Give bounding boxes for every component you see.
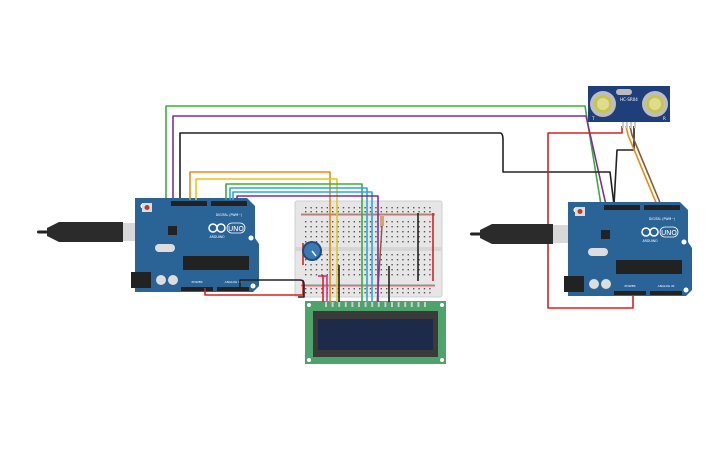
arduino-logo-icon <box>641 227 659 237</box>
breadboard[interactable] <box>294 200 443 306</box>
wire-green-lcd[interactable] <box>225 183 363 302</box>
wire-black-sensor[interactable] <box>613 126 635 206</box>
ultrasonic-sensor-hc-sr04[interactable]: HC-SR04 T R <box>588 86 670 128</box>
arduino-logo-icon <box>208 223 226 233</box>
wire-green[interactable] <box>165 105 602 206</box>
wire-orange-sensor[interactable] <box>625 125 658 206</box>
potentiometer[interactable] <box>302 241 322 261</box>
digital-header-1[interactable] <box>171 201 207 206</box>
wire-cyan-lcd-1[interactable] <box>229 187 368 302</box>
resistor[interactable] <box>380 216 384 226</box>
brand-label: ARDUINO <box>642 239 658 243</box>
wire-purple[interactable] <box>172 115 607 206</box>
power-header[interactable] <box>181 287 213 291</box>
wires-front <box>189 171 390 302</box>
analog-label: ANALOG IN <box>225 280 242 284</box>
uno-label: UNO <box>661 229 677 237</box>
reset-button[interactable] <box>144 205 150 210</box>
digital-header-2[interactable] <box>211 201 247 206</box>
sensor-t-label: T <box>591 116 595 121</box>
breadboard-holes <box>305 207 431 294</box>
analog-header[interactable] <box>650 291 682 295</box>
wire-red-left[interactable] <box>204 280 304 296</box>
digital-label: DIGITAL (PWM~) <box>649 217 675 221</box>
wire-orange-lcd[interactable] <box>189 171 331 302</box>
wire-yellow-lcd[interactable] <box>195 178 338 302</box>
wires <box>165 105 662 309</box>
digital-label: DIGITAL (PWM~) <box>216 213 242 217</box>
power-jack <box>131 272 151 288</box>
power-label: POWER <box>191 280 202 284</box>
power-header[interactable] <box>614 291 646 295</box>
sensor-r-label: R <box>663 116 666 121</box>
uno-label: UNO <box>228 225 244 233</box>
wire-red-right[interactable] <box>547 126 634 309</box>
sensor-model-label: HC-SR04 <box>620 97 638 102</box>
brand-label: ARDUINO <box>209 235 225 239</box>
lcd-screen <box>318 319 433 350</box>
reset-button[interactable] <box>577 209 583 214</box>
analog-label: ANALOG IN <box>658 284 675 288</box>
power-jack <box>564 276 584 292</box>
microcontroller-chip <box>183 256 249 270</box>
usb-cable-right[interactable] <box>470 224 583 244</box>
lcd-pins <box>325 302 426 307</box>
center-channel <box>295 247 442 251</box>
wire-black-left[interactable] <box>239 279 305 298</box>
wire-brown-sensor[interactable] <box>629 125 662 206</box>
lcd-16x2[interactable] <box>305 301 446 364</box>
wire-purple-lcd[interactable] <box>236 195 379 302</box>
power-label: POWER <box>624 284 635 288</box>
wire-cyan-lcd-2[interactable] <box>232 191 373 302</box>
microcontroller-chip <box>616 260 682 274</box>
wire-pink[interactable] <box>318 275 328 305</box>
digital-header-2[interactable] <box>644 205 680 210</box>
analog-header[interactable] <box>217 287 249 291</box>
digital-header-1[interactable] <box>604 205 640 210</box>
wire-black[interactable] <box>179 132 615 206</box>
